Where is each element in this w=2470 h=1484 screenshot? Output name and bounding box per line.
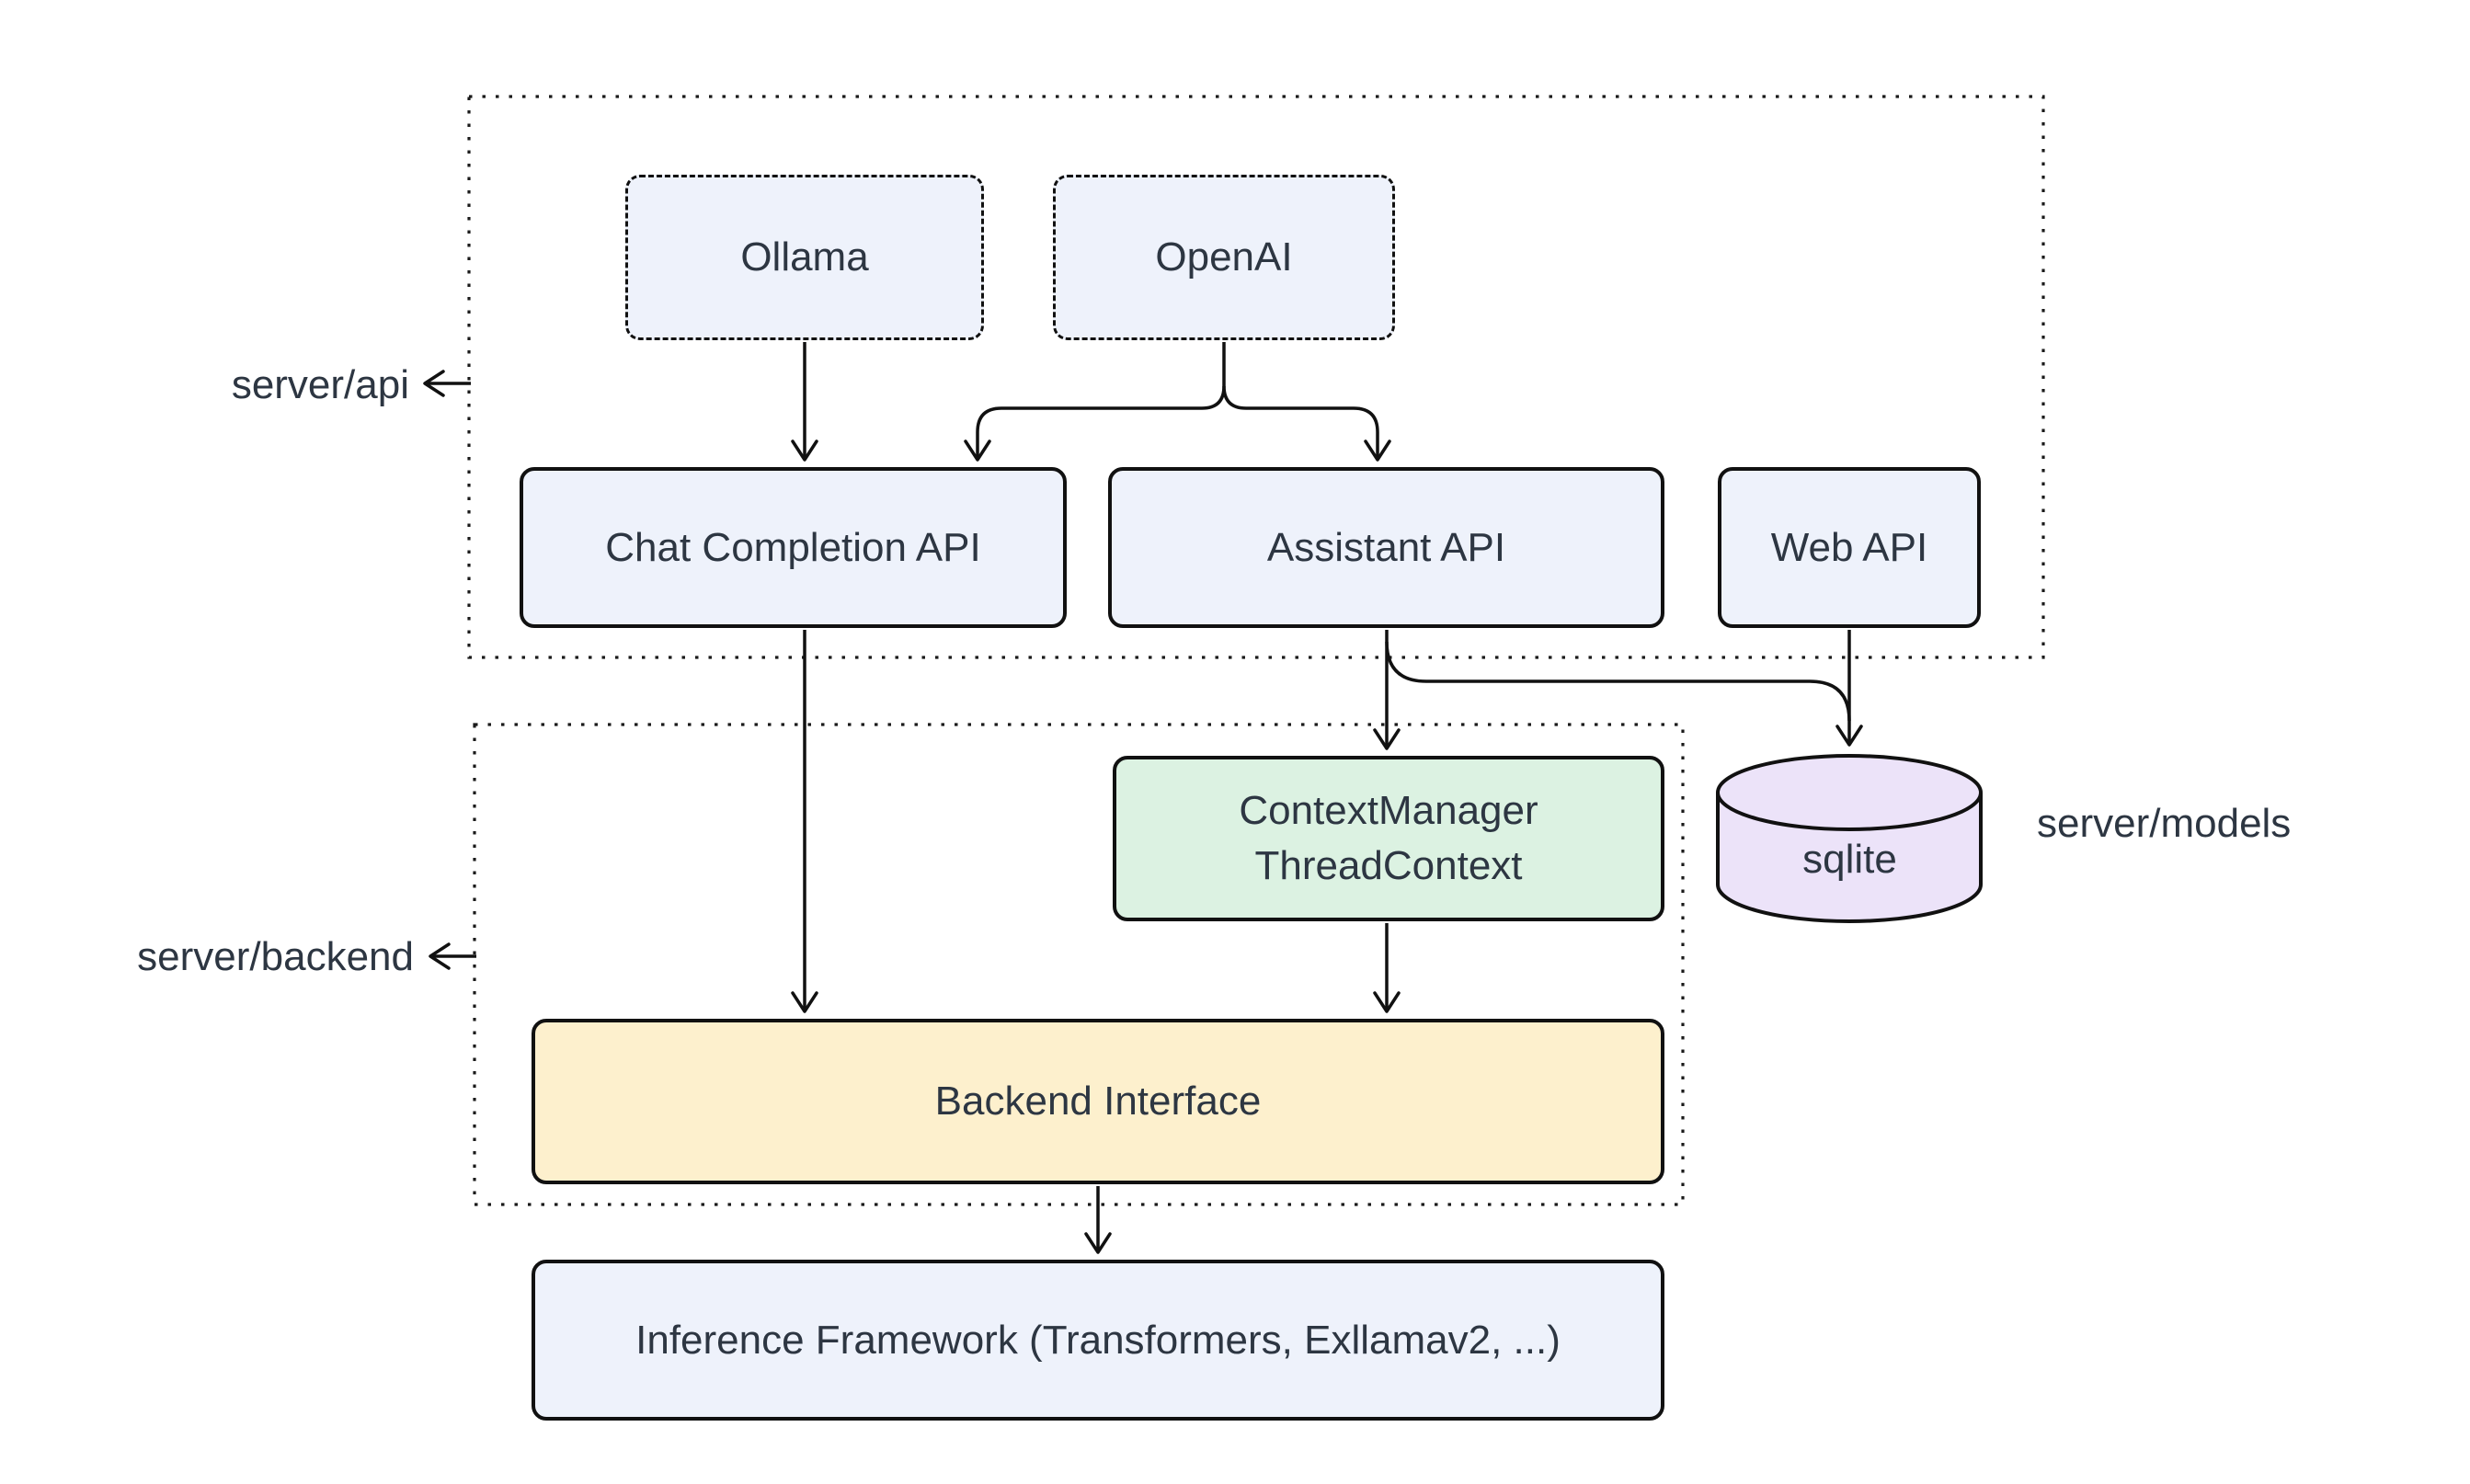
sqlite-cylinder-icon: [1716, 754, 1983, 923]
arrow-openai-to-chat: [964, 342, 1226, 462]
node-web-api-label: Web API: [1770, 524, 1928, 570]
group-server-backend-label: server/backend: [137, 934, 414, 979]
node-openai-label: OpenAI: [1155, 234, 1293, 280]
node-backend-interface-label: Backend Interface: [934, 1079, 1262, 1124]
group-server-models-label: server/models: [2037, 801, 2292, 846]
node-web-api: Web API: [1718, 467, 1981, 628]
group-server-api-border: [467, 95, 2045, 659]
group-server-backend-border: [473, 723, 1685, 1206]
node-ollama-label: Ollama: [740, 234, 869, 280]
node-inference-framework: Inference Framework (Transformers, Exlla…: [532, 1260, 1664, 1421]
node-openai: OpenAI: [1053, 175, 1395, 340]
node-ollama: Ollama: [625, 175, 984, 340]
node-context-manager-line1: ContextManager: [1239, 788, 1538, 833]
arrow-assistant-to-sqlite: [1385, 641, 1851, 722]
node-chat-completion-api-label: Chat Completion API: [605, 524, 981, 570]
node-chat-completion-api: Chat Completion API: [520, 467, 1067, 628]
node-assistant-api: Assistant API: [1108, 467, 1664, 628]
node-assistant-api-label: Assistant API: [1266, 524, 1506, 570]
node-context-manager-line2: ThreadContext: [1254, 843, 1523, 888]
node-sqlite-label: sqlite: [1802, 837, 1897, 882]
node-inference-framework-label: Inference Framework (Transformers, Exlla…: [635, 1317, 1561, 1363]
node-context-manager: ContextManager ThreadContext: [1113, 756, 1664, 921]
group-server-api-label: server/api: [231, 362, 409, 407]
node-backend-interface: Backend Interface: [532, 1019, 1664, 1184]
arrow-openai-to-assistant: [1222, 385, 1391, 462]
